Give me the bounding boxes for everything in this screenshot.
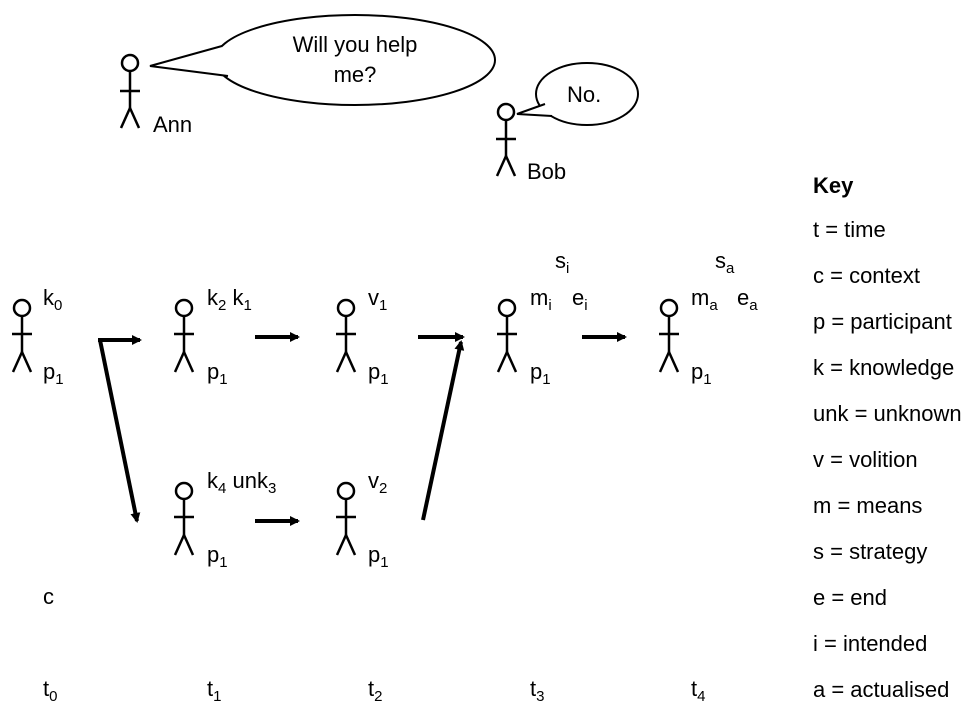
participant-figure-t4 <box>658 298 680 373</box>
participant-figure-t3 <box>496 298 518 373</box>
label-k4-unk3: k4 unk3 <box>207 468 277 497</box>
label-t4: t4 <box>691 676 706 705</box>
bob-name-label: Bob <box>527 159 567 184</box>
label-t2: t2 <box>368 676 383 705</box>
label-sa: sa <box>715 248 735 277</box>
bob-speech-text: No. <box>567 82 602 107</box>
label-p1-t1-lower: p1 <box>207 542 228 571</box>
bob-figure <box>495 102 517 177</box>
label-p1-t1-upper: p1 <box>207 359 228 388</box>
label-p1-t2-lower: p1 <box>368 542 389 571</box>
label-mi: mi <box>530 285 552 314</box>
participant-figure-t2-upper <box>335 298 357 373</box>
key-item-means: m = means <box>813 493 923 518</box>
label-ea: ea <box>737 285 758 314</box>
key-item-actualised: a = actualised <box>813 677 950 702</box>
participant-figure-t2-lower <box>335 481 357 556</box>
arrow-t0-to-t1-lower <box>98 339 141 523</box>
bob-speech-bubble <box>516 62 639 126</box>
label-v2: v2 <box>368 468 388 497</box>
label-si: si <box>555 248 570 277</box>
key-title: Key <box>813 173 854 198</box>
key-item-context: c = context <box>813 263 921 288</box>
ann-figure <box>119 53 141 129</box>
label-k2-k1: k2 k1 <box>207 285 252 314</box>
flow-arrows <box>98 332 627 526</box>
label-ma: ma <box>691 285 718 314</box>
label-p1-t4: p1 <box>691 359 712 388</box>
participant-figure-t1-lower <box>173 481 195 556</box>
label-k0: k0 <box>43 285 63 314</box>
key-item-volition: v = volition <box>813 447 918 472</box>
ann-speech-text: Will you help me? <box>292 32 418 87</box>
key-item-unknown: unk = unknown <box>813 401 962 426</box>
label-context: c <box>43 584 54 609</box>
key-item-participant: p = participant <box>813 309 952 334</box>
label-t0: t0 <box>43 676 58 705</box>
ann-speech-bubble <box>149 14 496 106</box>
label-t1: t1 <box>207 676 222 705</box>
participant-figure-t0 <box>11 298 33 373</box>
participant-figure-t1-upper <box>173 298 195 373</box>
label-p1-t2-upper: p1 <box>368 359 389 388</box>
label-p1-t0: p1 <box>43 359 64 388</box>
label-p1-t3: p1 <box>530 359 551 388</box>
ann-name-label: Ann <box>153 112 193 137</box>
key-item-strategy: s = strategy <box>813 539 928 564</box>
key-item-end: e = end <box>813 585 888 610</box>
key-item-time: t = time <box>813 217 886 242</box>
label-ei: ei <box>572 285 588 314</box>
arrow-t2-to-t3-lower <box>421 340 465 521</box>
key-item-knowledge: k = knowledge <box>813 355 955 380</box>
label-v1: v1 <box>368 285 388 314</box>
key-item-intended: i = intended <box>813 631 928 656</box>
label-t3: t3 <box>530 676 545 705</box>
